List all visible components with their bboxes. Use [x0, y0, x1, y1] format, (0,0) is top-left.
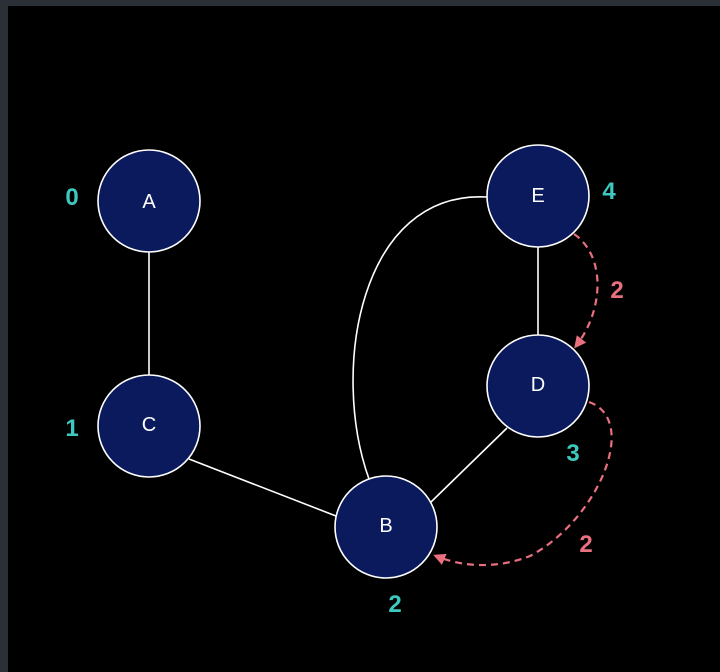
node-d-label: D	[531, 374, 545, 396]
node-e[interactable]: E	[486, 144, 590, 248]
path-arrow-e-d-weight: 2	[610, 277, 623, 304]
path-arrow-d-b-weight: 2	[579, 531, 592, 558]
node-e-label: E	[531, 185, 544, 207]
node-e-value: 4	[602, 178, 616, 205]
edge-c-b	[188, 458, 337, 517]
node-d[interactable]: D	[486, 334, 590, 438]
path-arrow-e-d	[573, 233, 599, 349]
node-c[interactable]: C	[97, 374, 201, 478]
edge-b-d	[430, 427, 508, 503]
node-b[interactable]: B	[334, 475, 438, 579]
path-arrow-d-b	[433, 400, 613, 567]
node-b-label: B	[379, 515, 392, 537]
node-c-label: C	[142, 414, 156, 436]
node-d-value: 3	[566, 440, 579, 467]
node-c-value: 1	[65, 415, 78, 442]
node-a-label: A	[142, 191, 156, 213]
edge-b-e	[352, 196, 488, 480]
node-b-value: 2	[388, 591, 401, 618]
node-a-value: 0	[65, 184, 78, 211]
node-a[interactable]: A	[97, 149, 201, 253]
